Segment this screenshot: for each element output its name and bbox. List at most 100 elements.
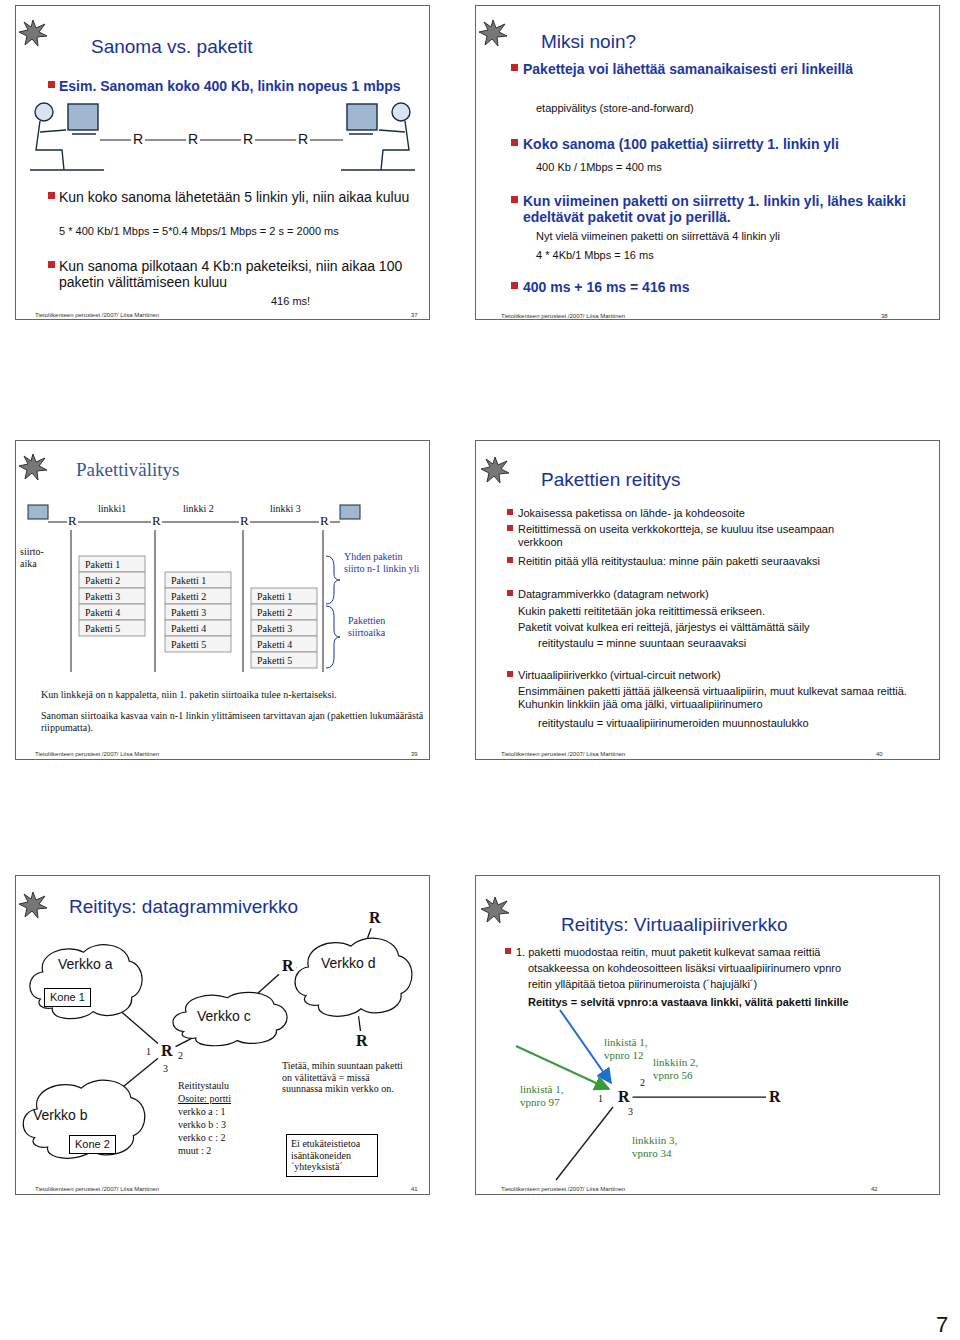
footer-text: 38 bbox=[881, 313, 888, 320]
packet-cells bbox=[251, 588, 317, 604]
slide-frame: Reititys: Virtuaalipiiriverkko1. paketti… bbox=[475, 875, 940, 1195]
bullet-text: Kun sanoma pilkotaan 4 Kb:n paketeiksi, … bbox=[59, 258, 404, 290]
computer-icon bbox=[28, 505, 48, 519]
note-text: verkko c : 2 bbox=[178, 1132, 226, 1144]
note-text: Paketti 2 bbox=[257, 607, 292, 619]
link-grid bbox=[48, 522, 340, 672]
user-at-computer bbox=[35, 103, 53, 121]
router-name: R bbox=[151, 514, 162, 529]
packet-cells bbox=[79, 604, 145, 620]
host-name: Kone 1 bbox=[50, 991, 85, 1004]
bullet-text: Kukin paketti reititetään joka reitittim… bbox=[518, 605, 928, 618]
network-link bbox=[176, 1039, 192, 1047]
router-name: R bbox=[241, 131, 255, 147]
router-name: R bbox=[67, 514, 78, 529]
brace bbox=[326, 556, 340, 604]
bullet-square bbox=[48, 261, 55, 268]
network-link bbox=[257, 974, 279, 994]
slide-frame: PakettivälitysKun linkkejä on n kappalet… bbox=[15, 440, 430, 760]
note-text: Paketti 4 bbox=[171, 623, 206, 635]
note-text: 1 bbox=[598, 1093, 603, 1105]
slide-title: Reititys: datagrammiverkko bbox=[69, 896, 298, 918]
bullet-square bbox=[511, 64, 518, 71]
slide-logo bbox=[19, 20, 47, 46]
brace bbox=[326, 606, 340, 668]
network-link bbox=[122, 1058, 158, 1087]
host-box: Kone 2 bbox=[69, 1135, 116, 1154]
bullet-text: Reitittimessä on useita verkkokortteja, … bbox=[518, 523, 838, 548]
note-box: Ei etukäteistietoa isäntäkoneiden ´yhtey… bbox=[286, 1134, 378, 1177]
slide-logo bbox=[19, 454, 47, 480]
incoming-link-arrow bbox=[560, 1010, 611, 1083]
brace-note: Pakettien siirtoaika bbox=[348, 615, 414, 638]
footer-text: Tietoliikenteen perusteet /2007/ Liisa M… bbox=[501, 751, 625, 758]
note-text: 2 bbox=[178, 1050, 183, 1062]
link-grid bbox=[48, 522, 340, 523]
bullet-square bbox=[48, 64, 518, 954]
bullet-text: Reititys = selvitä vpnro:a vastaava link… bbox=[528, 996, 849, 1009]
note-text: Paketti 5 bbox=[171, 639, 206, 651]
user-at-computer bbox=[341, 103, 415, 170]
footer-text: 42 bbox=[871, 1186, 878, 1193]
note-text: 3 bbox=[163, 1063, 168, 1075]
note-text: Ei etukäteistietoa isäntäkoneiden ´yhtey… bbox=[291, 1138, 373, 1173]
note-text: Paketti 1 bbox=[85, 559, 120, 571]
note-text: verkko a : 1 bbox=[178, 1106, 226, 1118]
outgoing-link bbox=[556, 1107, 613, 1180]
note-text: verkko b : 3 bbox=[178, 1119, 226, 1131]
note-text: Reititystaulu bbox=[178, 1080, 229, 1092]
cloud-outline bbox=[295, 938, 412, 1016]
packet-cells bbox=[165, 588, 231, 604]
bullet-text: Nyt vielä viimeinen paketti on siirrettä… bbox=[536, 230, 780, 243]
slide-frame: Pakettien reititysJokaisessa paketissa o… bbox=[475, 440, 940, 760]
link-label: linkkiin 2, vpnro 56 bbox=[653, 1056, 715, 1081]
user-at-computer bbox=[68, 104, 98, 130]
note-text: Paketti 1 bbox=[257, 591, 292, 603]
note-text: muut : 2 bbox=[178, 1145, 211, 1157]
footer-text: 37 bbox=[411, 312, 418, 319]
slide-logo bbox=[481, 457, 509, 483]
network-cloud: Verkko c bbox=[169, 986, 291, 1051]
note-text: Paketti 1 bbox=[171, 575, 206, 587]
bullet-text: 4 * 4Kb/1 Mbps = 16 ms bbox=[536, 249, 654, 262]
bullet-square bbox=[48, 192, 55, 199]
network-cloud: Verkko bKone 2 bbox=[19, 1071, 149, 1166]
note-text: 2 bbox=[640, 1077, 645, 1089]
note-text: Paketti 5 bbox=[85, 623, 120, 635]
note-text: Tietää, mihin suuntaan paketti on välite… bbox=[282, 1060, 407, 1095]
cloud-outline bbox=[23, 1080, 145, 1158]
router-name: R bbox=[369, 909, 381, 927]
link-grid bbox=[71, 530, 323, 672]
router-name: R bbox=[131, 131, 145, 147]
user-at-computer bbox=[30, 134, 104, 170]
computer-icon bbox=[340, 505, 360, 519]
router-node: R bbox=[353, 1031, 371, 1051]
bullet-text: Koko sanoma (100 pakettia) siirretty 1. … bbox=[523, 136, 923, 152]
router-name: R bbox=[186, 131, 200, 147]
bullet-text: Kun koko sanoma lähetetään 5 linkin yli,… bbox=[59, 189, 424, 205]
bullet-text: Paketteja voi lähettää samanaikaisesti e… bbox=[523, 61, 923, 77]
footer-text: Tietoliikenteen perusteet /2007/ Liisa M… bbox=[35, 312, 159, 319]
bullet-square bbox=[507, 671, 513, 677]
host-name: Kone 2 bbox=[75, 1138, 110, 1151]
slide-title: Reititys: Virtuaalipiiriverkko bbox=[561, 914, 788, 936]
packet-cells bbox=[165, 572, 231, 588]
router-node: R bbox=[279, 956, 297, 976]
packet-cells bbox=[251, 652, 317, 668]
note-text: Paketti 4 bbox=[257, 639, 292, 651]
footer-text: Tietoliikenteen perusteet /2007/ Liisa M… bbox=[501, 1186, 625, 1193]
packet-cells bbox=[79, 556, 145, 572]
table-heading: Osoite: portti bbox=[178, 1093, 231, 1105]
brace-note: Yhden paketin siirto n-1 linkin yli bbox=[344, 551, 424, 574]
network-link bbox=[633, 1097, 766, 1098]
router-node: R bbox=[766, 1087, 784, 1107]
bullet-text: Datagrammiverkko (datagram network) bbox=[518, 588, 709, 601]
packet-cells bbox=[251, 620, 317, 636]
bullet-square bbox=[507, 525, 513, 531]
network-name: Verkko c bbox=[197, 1008, 251, 1024]
cloud-outline bbox=[291, 929, 416, 1024]
router-name: R bbox=[161, 1042, 173, 1060]
packet-cells bbox=[251, 636, 317, 652]
bullet-text: Kun viimeinen paketti on siirretty 1. li… bbox=[523, 193, 923, 225]
bullet-text: Reititin pitää yllä reititystaulua: minn… bbox=[518, 555, 928, 568]
